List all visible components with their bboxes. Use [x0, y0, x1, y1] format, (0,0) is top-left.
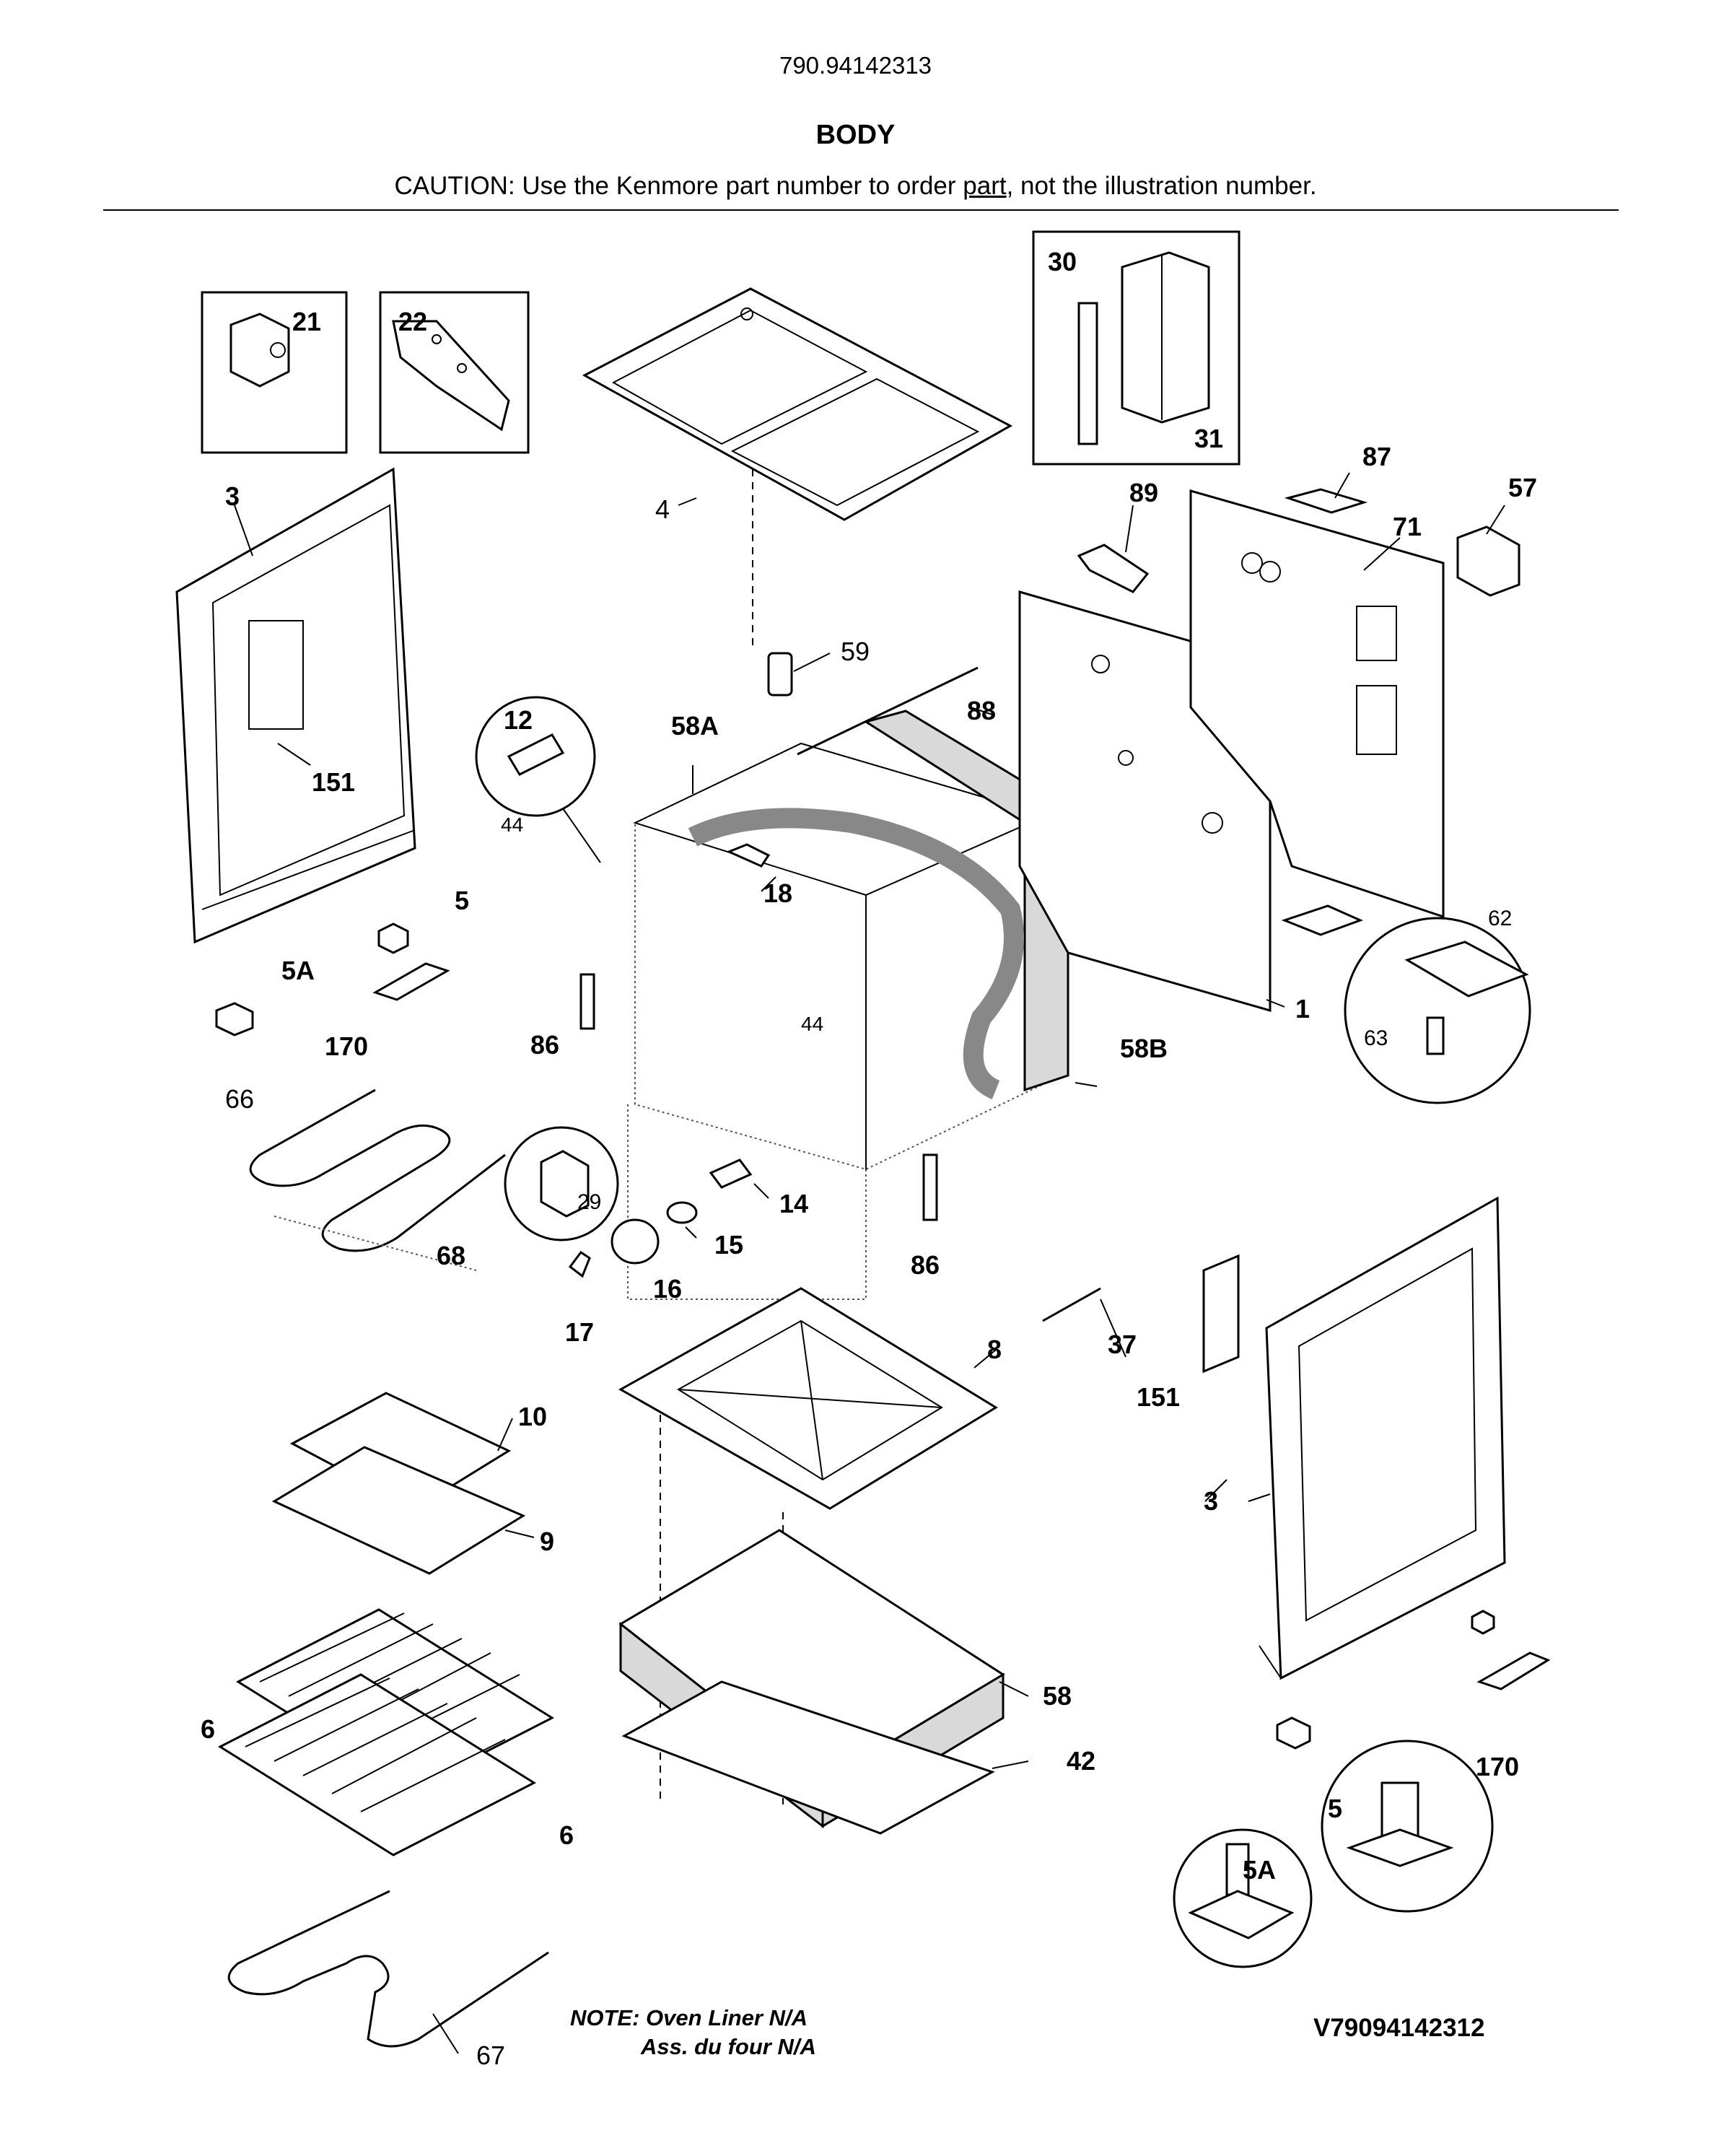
label-86-right: 86	[911, 1250, 940, 1280]
oven-liner-note: NOTE: Oven Liner N/A	[570, 2005, 808, 2030]
part-170-right-shape	[1476, 1651, 1551, 1690]
label-67: 67	[476, 2041, 505, 2070]
label-6-upper: 6	[201, 1714, 215, 1744]
top-panel	[582, 287, 1013, 521]
label-58: 58	[1043, 1681, 1072, 1711]
part-16-shape	[611, 1218, 660, 1265]
label-44-left: 44	[501, 813, 523, 836]
label-6-lower: 6	[559, 1820, 574, 1850]
part-89-shape	[1077, 544, 1150, 593]
label-86-left: 86	[530, 1030, 559, 1060]
label-10: 10	[518, 1402, 547, 1431]
callout-circle-29	[504, 1126, 619, 1241]
part-5A-left-shape	[215, 1002, 254, 1036]
caution-text: CAUTION: Use the Kenmore part number to …	[0, 172, 1711, 201]
label-57: 57	[1508, 473, 1537, 502]
part-5A-right-shape	[1276, 1716, 1311, 1750]
label-5-right: 5	[1328, 1794, 1342, 1823]
bottom-cover	[621, 1680, 995, 1835]
label-71: 71	[1393, 512, 1422, 541]
label-88: 88	[967, 696, 996, 725]
part-87-shape	[1284, 488, 1368, 514]
bottom-panel	[618, 1287, 998, 1510]
part-59-shape	[767, 652, 793, 697]
label-29: 29	[577, 1190, 601, 1214]
part-18-shape	[726, 843, 771, 868]
model-number: 790.94142313	[779, 52, 932, 79]
oven-liner-note-french: Ass. du four N/A	[641, 2034, 816, 2059]
label-22: 22	[398, 307, 427, 336]
header-divider	[103, 209, 1619, 211]
label-3-left: 3	[225, 481, 240, 511]
label-5A-left: 5A	[281, 956, 315, 985]
label-16: 16	[653, 1274, 682, 1304]
oven-rack-lower	[217, 1673, 537, 1856]
label-21: 21	[292, 307, 321, 336]
label-30: 30	[1048, 247, 1077, 276]
label-42: 42	[1067, 1746, 1095, 1776]
label-68: 68	[437, 1241, 465, 1270]
label-170-left: 170	[325, 1031, 368, 1061]
label-1: 1	[1295, 994, 1310, 1024]
part-170-left-shape	[372, 962, 450, 1001]
label-14: 14	[779, 1189, 808, 1218]
part-14-shape	[709, 1158, 753, 1189]
label-5-left: 5	[455, 886, 469, 915]
part-57-shape	[1456, 525, 1520, 597]
label-17: 17	[565, 1317, 594, 1347]
callout-circle-62-63	[1281, 904, 1531, 1104]
part-86-right-shape	[922, 1153, 938, 1221]
label-37: 37	[1108, 1330, 1137, 1359]
label-151-left: 151	[312, 767, 355, 797]
side-panel-left	[175, 467, 416, 944]
part-37-shape	[1042, 1287, 1101, 1322]
caution-text-start: CAUTION: Use the Kenmore part number to …	[394, 172, 963, 200]
label-62: 62	[1488, 907, 1512, 930]
broiler-pan	[271, 1392, 526, 1575]
label-9: 9	[540, 1527, 554, 1556]
label-12: 12	[504, 705, 533, 735]
part-5-right-shape	[1471, 1610, 1495, 1635]
diagram-reference-number: V79094142312	[1313, 2014, 1485, 2042]
label-59: 59	[841, 637, 870, 666]
label-87: 87	[1362, 442, 1391, 471]
callout-circle-5-right	[1321, 1740, 1494, 1913]
broil-element	[249, 1088, 506, 1271]
label-58A: 58A	[671, 711, 719, 741]
label-58B: 58B	[1120, 1034, 1168, 1063]
inset-part-22	[379, 291, 530, 454]
callout-circle-12	[475, 696, 601, 863]
label-4: 4	[655, 494, 670, 524]
bake-element	[227, 1890, 549, 2048]
label-3-right: 3	[1204, 1486, 1218, 1516]
label-170-right: 170	[1476, 1752, 1519, 1781]
part-86-left-shape	[579, 973, 595, 1030]
caution-underlined-word: part	[963, 172, 1007, 200]
rear-cover	[1189, 489, 1445, 919]
inset-part-30-31	[1032, 230, 1240, 466]
label-31: 31	[1194, 424, 1223, 453]
label-66: 66	[225, 1084, 254, 1114]
part-15-shape	[666, 1201, 698, 1224]
side-panel-right	[1259, 1196, 1506, 1680]
label-15: 15	[714, 1230, 743, 1260]
part-151-right-shape	[1202, 1254, 1240, 1374]
label-89: 89	[1129, 478, 1158, 507]
part-5-left-shape	[377, 922, 409, 954]
label-8: 8	[987, 1335, 1002, 1364]
label-151-right: 151	[1137, 1382, 1180, 1412]
callout-circle-5A-right	[1173, 1828, 1313, 1968]
label-18: 18	[763, 878, 792, 908]
caution-text-end: , not the illustration number.	[1006, 172, 1317, 200]
label-44-right: 44	[801, 1013, 823, 1035]
label-5A-right: 5A	[1243, 1855, 1276, 1885]
page-title: BODY	[815, 120, 896, 150]
part-17-shape	[568, 1250, 591, 1278]
inset-part-21	[201, 291, 348, 454]
label-63: 63	[1364, 1026, 1388, 1050]
part-88-wire	[797, 666, 979, 756]
